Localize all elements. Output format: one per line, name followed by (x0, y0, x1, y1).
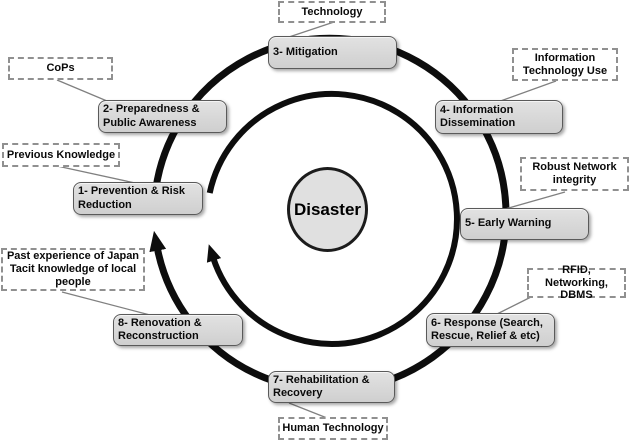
annotation-human-technology: Human Technology (278, 417, 388, 440)
stage-early-warning: 5- Early Warning (460, 208, 589, 240)
annotation-line: Past experience of Japan (6, 250, 140, 263)
stage-label: 7- Rehabilitation & Recovery (273, 373, 370, 399)
annotation-line: Technology Use (522, 64, 608, 77)
stage-preparedness-public-awareness: 2- Preparedness & Public Awareness (98, 100, 227, 133)
annotation-line: CoPs (46, 62, 75, 75)
annotation-technology: Technology (278, 1, 386, 23)
stage-rehabilitation-recovery: 7- Rehabilitation & Recovery (268, 371, 395, 403)
stage-label: 6- Response (Search, Rescue, Relief & et… (431, 316, 543, 342)
stage-label: 4- Information Dissemination (440, 103, 516, 129)
outer-cycle-arrow (149, 34, 510, 394)
disaster-label: Disaster (293, 199, 362, 219)
annotation-line: Previous Knowledge (6, 148, 116, 161)
annotation-information-technology-use: Information Technology Use (512, 48, 618, 81)
connector-technology-mitigation (288, 21, 335, 38)
annotation-cops: CoPs (8, 57, 113, 80)
stage-response: 6- Response (Search, Rescue, Relief & et… (426, 313, 555, 347)
stage-prevention-risk-reduction: 1- Prevention & Risk Reduction (73, 182, 203, 215)
annotation-rfid-networking-dbms: RFID, Networking, DBMS (527, 264, 626, 301)
stage-mitigation: 3- Mitigation (268, 36, 397, 69)
connector-rfid-response (496, 296, 532, 315)
annotation-robust-network-integrity: Robust Network integrity (520, 157, 629, 191)
stage-label: 8- Renovation & Reconstruction (118, 316, 202, 342)
stage-label: 2- Preparedness & Public Awareness (103, 103, 200, 129)
annotation-past-experience: Past experience of Japan Tacit knowledge… (1, 248, 145, 291)
connector-previous-knowledge-prevention (56, 165, 136, 184)
inner-cycle-arrow (206, 91, 460, 347)
annotation-line: people (55, 275, 91, 288)
annotation-line: integrity (552, 174, 597, 186)
connector-past-experience-renovation (61, 291, 151, 316)
stage-information-dissemination: 4- Information Dissemination (435, 100, 563, 134)
annotation-previous-knowledge: Previous Knowledge (2, 143, 120, 167)
annotation-line: Tacit knowledge of local (9, 263, 137, 276)
annotation-line: DBMS (560, 289, 593, 302)
connector-itu-information-dissemination (494, 80, 557, 104)
stage-label: 5- Early Warning (465, 217, 552, 230)
annotation-line: RFID, Networking, (545, 263, 608, 289)
annotation-line: Information (534, 51, 596, 64)
annotation-line: Technology (301, 5, 363, 18)
stage-renovation-reconstruction: 8- Renovation & Reconstruction (113, 314, 243, 346)
disaster-center: Disaster (287, 167, 368, 252)
annotation-line: Human Technology (282, 422, 384, 435)
stage-label: 3- Mitigation (273, 45, 338, 58)
annotation-line: Robust Network (532, 161, 617, 174)
connector-human-technology-rehabilitation (288, 402, 328, 419)
stage-label: 1- Prevention & Risk Reduction (78, 185, 185, 211)
connector-network-integrity-early-warning (504, 191, 566, 210)
connector-cops-preparedness (56, 79, 108, 102)
